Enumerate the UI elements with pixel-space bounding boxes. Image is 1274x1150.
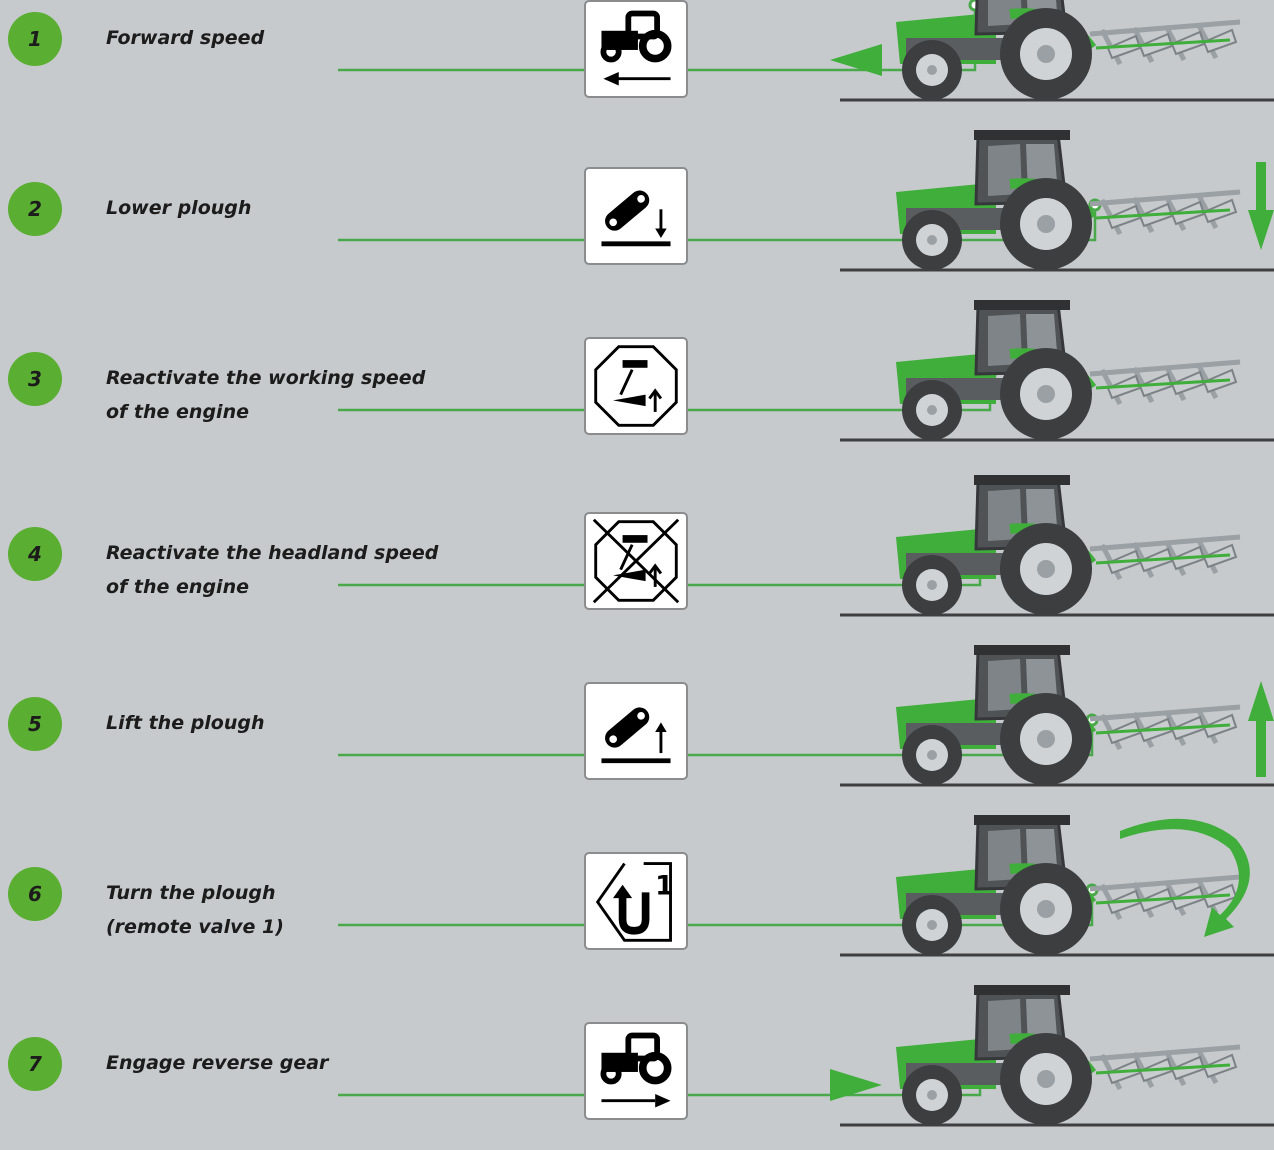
step-label-line: of the engine <box>106 570 436 604</box>
tractor-with-plough-illustration <box>820 637 1274 787</box>
lower-down-arrow-icon <box>1248 162 1274 250</box>
step-number-badge: 6 <box>8 867 62 921</box>
step-number-badge: 4 <box>8 527 62 581</box>
tractor-with-plough-illustration <box>820 292 1274 442</box>
step-label: Engage reverse gear <box>106 1046 436 1080</box>
engine-working-speed-icon <box>584 337 688 435</box>
step-7: 7 Engage reverse gear <box>0 980 1274 1150</box>
tractor-with-plough-illustration <box>820 0 1274 102</box>
step-label: Turn the plough(remote valve 1) <box>106 876 436 944</box>
step-label: Lower plough <box>106 191 436 225</box>
step-label: Lift the plough <box>106 706 436 740</box>
step-label-line: Reactivate the working speed <box>106 361 436 395</box>
tractor-with-plough-illustration <box>820 467 1274 617</box>
step-number-badge: 7 <box>8 1037 62 1091</box>
lower-plough-icon <box>584 167 688 265</box>
step-label-line: of the engine <box>106 395 436 429</box>
step-number-badge: 5 <box>8 697 62 751</box>
lift-plough-icon <box>584 682 688 780</box>
step-number-badge: 2 <box>8 182 62 236</box>
step-label-line: (remote valve 1) <box>106 910 436 944</box>
step-label: Forward speed <box>106 21 436 55</box>
lift-up-arrow-icon <box>1248 681 1274 777</box>
engine-headland-speed-icon <box>584 512 688 610</box>
step-number-badge: 3 <box>8 352 62 406</box>
tractor-with-plough-illustration <box>820 977 1274 1127</box>
step-label-line: Lift the plough <box>106 706 436 740</box>
step-6: 6 Turn the plough(remote valve 1) 1 <box>0 810 1274 980</box>
turn-plough-valve-1-icon: 1 <box>584 852 688 950</box>
step-2: 2 Lower plough <box>0 125 1274 295</box>
step-label-line: Turn the plough <box>106 876 436 910</box>
direction-left-arrow-icon <box>830 44 882 76</box>
tractor-with-plough-illustration <box>820 807 1274 957</box>
svg-text:1: 1 <box>655 870 674 901</box>
tractor-reverse-icon <box>584 1022 688 1120</box>
step-label-line: Forward speed <box>106 21 436 55</box>
tractor-with-plough-illustration <box>820 122 1274 272</box>
step-1: 1 Forward speed <box>0 0 1274 125</box>
step-label-line: Reactivate the headland speed <box>106 536 436 570</box>
direction-right-arrow-icon <box>830 1069 882 1101</box>
step-label-line: Engage reverse gear <box>106 1046 436 1080</box>
tractor-forward-icon <box>584 0 688 98</box>
step-5: 5 Lift the plough <box>0 640 1274 810</box>
step-number-badge: 1 <box>8 12 62 66</box>
step-label-line: Lower plough <box>106 191 436 225</box>
